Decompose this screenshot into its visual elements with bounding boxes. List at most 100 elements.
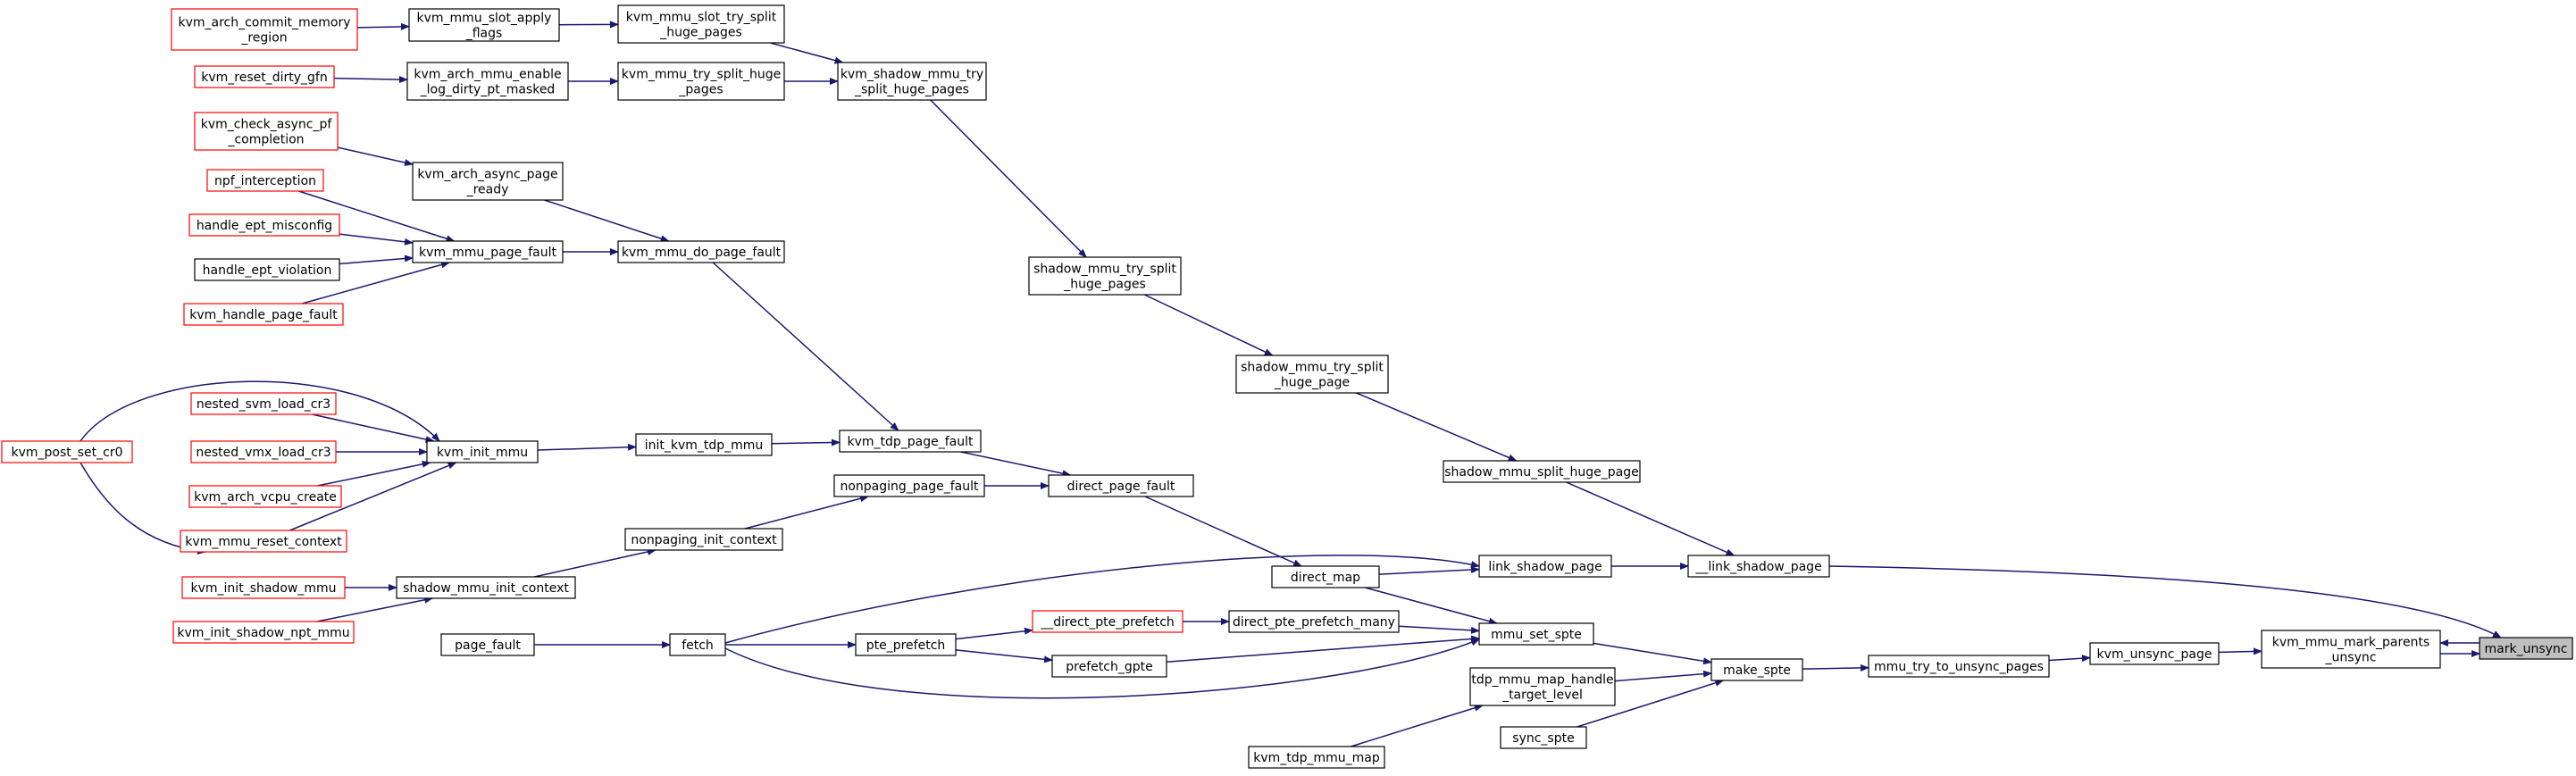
node-label: kvm_mmu_reset_context	[185, 535, 342, 549]
node-label: kvm_tdp_mmu_map	[1253, 751, 1380, 765]
node-mmu-try-split[interactable]: kvm_mmu_try_split_huge_pages	[617, 62, 785, 101]
edge-make_spte-to-try_unsync	[1802, 663, 1869, 672]
node-tdp-pf[interactable]: kvm_tdp_page_fault	[839, 430, 982, 453]
node-layer: kvm_arch_commit_memory_region kvm_mmu_slo…	[1, 4, 2573, 769]
node-slot-apply[interactable]: kvm_mmu_slot_apply_flags	[408, 8, 560, 42]
node-check-async[interactable]: kvm_check_async_pf_completion	[194, 112, 339, 151]
node-label: kvm_arch_vcpu_create	[194, 490, 337, 505]
node-box	[412, 162, 564, 201]
node-reset-dirty[interactable]: kvm_reset_dirty_gfn	[194, 65, 335, 88]
node-mmu-set-spte[interactable]: mmu_set_spte	[1478, 622, 1594, 646]
node-box	[1028, 256, 1182, 296]
node-label: handle_ept_misconfig	[197, 219, 332, 233]
node-label: prefetch_gpte	[1066, 660, 1152, 674]
edge-npf-to-mmu_pf	[298, 190, 456, 243]
node-slot-try-split[interactable]: kvm_mmu_slot_try_split_huge_pages	[617, 4, 785, 44]
node-nested-svm[interactable]: nested_svm_load_cr3	[190, 392, 337, 415]
node-post-set-cr0[interactable]: kvm_post_set_cr0	[1, 440, 133, 463]
node-label: make_spte	[1723, 663, 1791, 678]
edge-tdp_pf-to-direct_pf	[960, 451, 1072, 478]
edge-post_set_cr0-to-init_mmu	[79, 380, 440, 442]
node---link-shadow[interactable]: __link_shadow_page	[1687, 555, 1830, 578]
node-arch-mmu-enable[interactable]: kvm_arch_mmu_enable_log_dirty_pt_masked	[406, 62, 569, 101]
node-kvm-arch-commit[interactable]: kvm_arch_commit_memory_region	[171, 8, 358, 51]
node-box	[635, 433, 773, 456]
node-kvm-tdp-map[interactable]: kvm_tdp_mmu_map	[1248, 746, 1385, 769]
node-sh-init-ctx[interactable]: shadow_mmu_init_context	[396, 576, 576, 599]
node-box	[1, 440, 133, 463]
node-sh-split-page[interactable]: shadow_mmu_try_split_huge_page	[1235, 355, 1389, 394]
node-label: nested_svm_load_cr3	[197, 397, 330, 412]
node-sh-split-pages[interactable]: shadow_mmu_try_split_huge_pages	[1028, 256, 1182, 296]
node-label: handle_ept_violation	[203, 263, 332, 278]
node-shadow-try-split-pages[interactable]: kvm_shadow_mmu_try_split_huge_pages	[837, 62, 987, 101]
node-init-mmu[interactable]: kvm_init_mmu	[426, 440, 539, 463]
node-label: pte_prefetch	[866, 638, 946, 653]
node-box	[1051, 655, 1167, 678]
node-ept-violation[interactable]: handle_ept_violation	[194, 258, 340, 281]
node-label: kvm_reset_dirty_gfn	[201, 71, 327, 85]
node---direct-pte[interactable]: __direct_pte_prefetch	[1032, 610, 1183, 633]
edge-async_ready-to-do_pf	[544, 199, 670, 242]
node-label: kvm_arch_commit_memory	[178, 16, 350, 30]
node-handle-pf[interactable]: kvm_handle_page_fault	[183, 303, 344, 326]
node-tdp-handle[interactable]: tdp_mmu_map_handle_target_level	[1469, 667, 1616, 706]
node-ept-misconfig[interactable]: handle_ept_misconfig	[188, 213, 340, 237]
node-make-spte[interactable]: make_spte	[1710, 658, 1803, 681]
node-box	[1500, 726, 1587, 749]
node-label: sync_spte	[1512, 731, 1574, 746]
node-sh-split-huge[interactable]: shadow_mmu_split_huge_page	[1443, 460, 1641, 483]
edge-sync_spte-to-make_spte	[1577, 679, 1725, 728]
node-label: _split_huge_pages	[854, 83, 969, 97]
node-box	[2479, 637, 2573, 660]
node-label: mmu_set_spte	[1491, 628, 1582, 642]
node-label: kvm_init_mmu	[437, 446, 528, 460]
node-label: shadow_mmu_split_huge_page	[1444, 465, 1638, 480]
node-unsync-page[interactable]: kvm_unsync_page	[2089, 642, 2220, 665]
node-link-shadow[interactable]: link_shadow_page	[1478, 555, 1612, 578]
node-label: direct_page_fault	[1067, 480, 1175, 494]
node-box	[1443, 460, 1641, 483]
node-direct-map[interactable]: direct_map	[1271, 565, 1380, 588]
node-direct-pte-many[interactable]: direct_pte_prefetch_many	[1228, 610, 1400, 633]
edge-init_shadow_npt-to-sh_init_ctx	[316, 596, 434, 622]
edge-pte_prefetch-to-__direct_pte	[955, 627, 1033, 640]
node-try-unsync[interactable]: mmu_try_to_unsync_pages	[1868, 655, 2050, 678]
node-do-pf[interactable]: kvm_mmu_do_page_fault	[617, 240, 785, 263]
node-sync-spte[interactable]: sync_spte	[1500, 726, 1587, 749]
node-label: _ready	[466, 183, 509, 197]
node-label: _target_level	[1501, 688, 1583, 703]
node-init-tdp[interactable]: init_kvm_tdp_mmu	[635, 433, 773, 456]
edge-do_pf-to-tdp_pf	[712, 262, 899, 431]
node-fetch[interactable]: fetch	[669, 633, 726, 656]
node-label: kvm_mmu_try_split_huge	[622, 68, 781, 82]
node-box	[406, 62, 569, 101]
node-reset-ctx[interactable]: kvm_mmu_reset_context	[180, 530, 347, 553]
node-box	[194, 258, 340, 281]
node-init-shadow[interactable]: kvm_init_shadow_mmu	[181, 576, 346, 599]
node-box	[180, 530, 347, 553]
node-pte-prefetch[interactable]: pte_prefetch	[855, 633, 957, 656]
node-mark-unsync[interactable]: mark_unsync	[2479, 637, 2573, 660]
node-box	[172, 621, 355, 644]
node-init-shadow-npt[interactable]: kvm_init_shadow_npt_mmu	[172, 621, 355, 644]
node-label: shadow_mmu_init_context	[403, 581, 569, 596]
edge-sh_split_pages-to-sh_split_page	[1143, 294, 1274, 356]
node-direct-pf[interactable]: direct_page_fault	[1048, 474, 1194, 497]
node-box	[396, 576, 576, 599]
node-box	[1032, 610, 1183, 633]
node-prefetch-gpte[interactable]: prefetch_gpte	[1051, 655, 1167, 678]
node-mark-parents[interactable]: kvm_mmu_mark_parents_unsync	[2261, 630, 2441, 669]
node-npf[interactable]: npf_interception	[206, 169, 324, 192]
node-nested-vmx[interactable]: nested_vmx_load_cr3	[190, 440, 337, 463]
edge-direct_map-to-link_shadow	[1378, 566, 1480, 575]
node-vcpu-create[interactable]: kvm_arch_vcpu_create	[188, 485, 342, 508]
edge-pte_prefetch-to-prefetch_gpte	[955, 649, 1053, 663]
node-nonpaging-init[interactable]: nonpaging_init_context	[624, 528, 783, 551]
node-mmu-pf[interactable]: kvm_mmu_page_fault	[412, 240, 564, 263]
node-nonpaging-pf[interactable]: nonpaging_page_fault	[833, 474, 985, 497]
node-page-fault[interactable]: page_fault	[440, 633, 535, 656]
edge-handle_pf-to-mmu_pf	[301, 261, 450, 305]
node-async-ready[interactable]: kvm_arch_async_page_ready	[412, 162, 564, 201]
